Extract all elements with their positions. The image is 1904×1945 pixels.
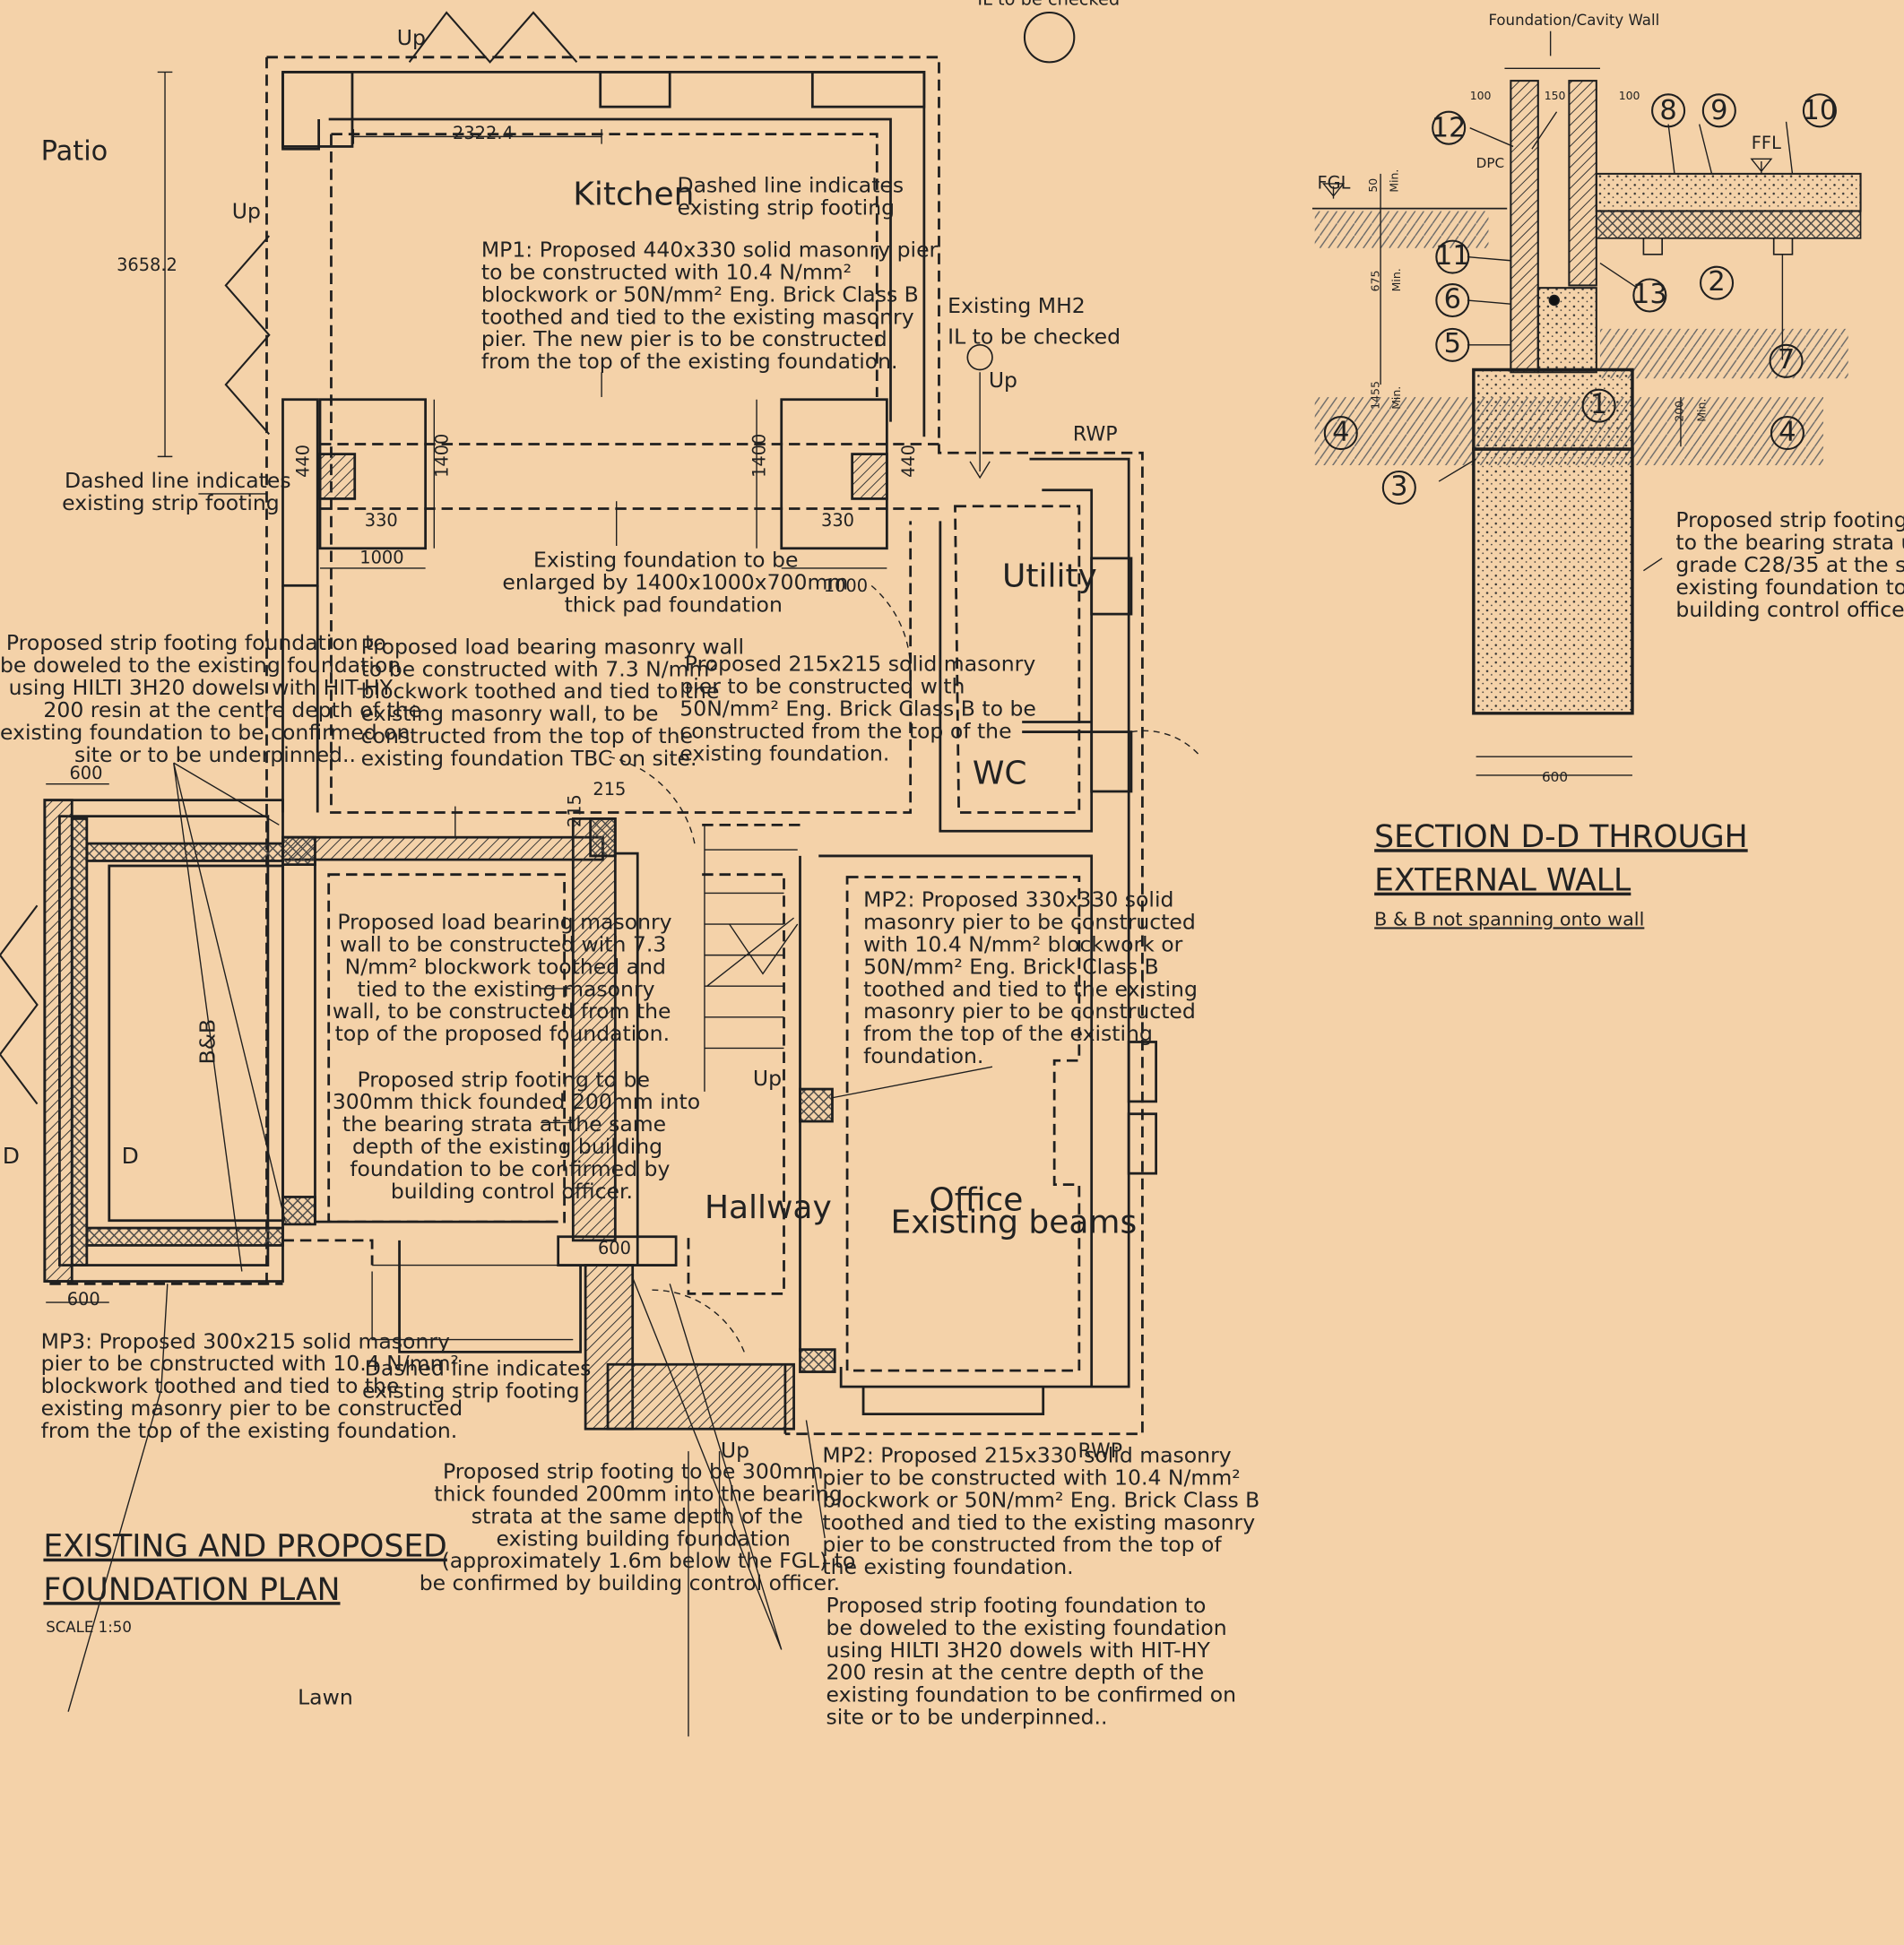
rwp-label-2: RWP [1077,1439,1122,1463]
dim-3658: 3658.2 [117,255,177,275]
dim-1400-right: 1400 [749,434,770,478]
plan-title-line-2: FOUNDATION PLAN [43,1572,340,1608]
dim-215-b: 215 [565,794,585,827]
note-strip-300-a: Proposed strip footing to be 300mm thick… [333,1067,707,1204]
bb-label: B&B [195,1019,220,1065]
callout-13: 13 [1632,279,1667,310]
section-dim-600: 600 [1542,769,1568,785]
dim-330-right: 330 [821,510,854,531]
note-left-strip: Dashed line indicates existing strip foo… [62,468,298,515]
dim-600-top: 600 [69,763,102,783]
callout-2: 2 [1708,266,1725,298]
section-detail: 12 8 9 10 11 6 5 13 2 7 1 4 4 3 [1311,30,1862,715]
up-label-2: Up [232,199,261,224]
section-min-1: Min. [1387,169,1400,193]
rwp-label-1: RWP [1073,422,1118,445]
note-dowel-left: Proposed strip footing foundation to be … [0,630,428,767]
mh2-line-1: Existing MH2 [948,293,1086,318]
note-strip-300-b: Proposed strip footing to be 300mm thick… [420,1459,862,1596]
section-dim-1455: 1455 [1369,381,1382,410]
section-dim-100a: 100 [1470,89,1492,102]
section-mark-d1: D [3,1143,20,1169]
note-dowel-right: Proposed strip footing foundation to be … [827,1593,1243,1730]
callout-4b: 4 [1779,416,1796,447]
dim-1000-right: 1000 [824,575,868,596]
dim-600-door: 600 [598,1238,631,1258]
section-wall-type: Foundation/Cavity Wall [1488,12,1659,29]
section-mark-d2: D [122,1143,139,1169]
dim-1000-left: 1000 [359,547,403,567]
top-cutoff-text: IL to be checked [977,0,1120,10]
plan-structure [0,11,1632,1737]
dim-2322: 2322.4 [453,123,514,143]
office-beams-label: Existing beams [891,1205,1138,1241]
section-subtitle: B & B not spanning onto wall [1374,908,1644,929]
callout-3: 3 [1390,471,1407,502]
dim-440-left: 440 [293,445,314,478]
note-enlarge: Existing foundation to be enlarged by 14… [502,548,854,618]
section-dim-675: 675 [1369,271,1382,292]
callout-9: 9 [1710,95,1727,126]
lawn-label: Lawn [298,1684,353,1709]
dim-600-bottom: 600 [67,1289,100,1310]
section-title-line-2: EXTERNAL WALL [1374,863,1631,899]
office-label: Office [929,1182,1023,1219]
patio-label: Patio [41,136,108,168]
dim-1400-left: 1400 [432,434,453,478]
section-min-4: Min. [1695,399,1709,422]
section-text: Foundation/Cavity Wall FGL FFL DPC 100 1… [1318,12,1904,930]
note-mp3: MP3: Proposed 300x215 solid masonry pier… [41,1328,470,1443]
callout-bubbles [1323,93,1837,505]
section-min-2: Min. [1389,268,1403,291]
plan-title-line-1: EXISTING AND PROPOSED [43,1529,446,1565]
up-label-3: Up [989,367,1017,393]
wc-label: WC [973,756,1027,792]
callout-6: 6 [1444,283,1461,315]
callout-12: 12 [1432,112,1467,143]
up-label-4: Up [753,1066,782,1091]
dim-215-a: 215 [593,779,626,800]
section-ffl: FFL [1752,133,1781,153]
mh2-line-2: IL to be checked [948,324,1121,349]
callout-11: 11 [1435,240,1470,272]
callout-numbers: 12 8 9 10 11 6 5 13 2 7 1 4 4 3 [1332,95,1837,502]
section-dim-100b: 100 [1619,89,1640,102]
section-title-line-1: SECTION D-D THROUGH [1374,819,1748,855]
section-note: Proposed strip footing to be taken d to … [1675,507,1904,622]
section-dim-50: 50 [1366,178,1380,193]
callout-10: 10 [1803,95,1838,126]
dim-440-right: 440 [898,445,919,478]
dim-330-left: 330 [365,510,398,531]
plan-text: Patio Kitchen Utility WC Hallway Office … [0,0,1266,1730]
note-bottom-strip: Dashed line indicates existing strip foo… [362,1356,598,1404]
note-kitchen-strip: Dashed line indicates existing strip foo… [678,173,911,220]
note-mp1: MP1: Proposed 440x330 solid masonry pier… [481,238,945,375]
up-label-1: Up [397,25,426,50]
note-load-wall-2: Proposed load bearing masonry wall to be… [333,910,679,1047]
callout-5: 5 [1444,328,1461,359]
up-label-5: Up [721,1438,749,1463]
section-dim-150: 150 [1545,89,1566,102]
utility-label: Utility [1002,558,1097,595]
note-mp2-office: MP2: Proposed 330x330 solid masonry pier… [863,887,1204,1068]
section-dpc: DPC [1476,155,1505,171]
note-mp2-bottom: MP2: Proposed 215x330 solid masonry pier… [822,1443,1266,1580]
callout-7: 7 [1778,344,1795,376]
note-pier-215: Proposed 215x215 solid masonry pier to b… [679,652,1043,766]
callout-1: 1 [1590,389,1607,420]
section-min-3: Min. [1389,386,1403,410]
section-fgl: FGL [1318,172,1351,193]
section-dim-200: 200 [1673,401,1686,422]
plan-scale: SCALE 1:50 [46,1619,132,1636]
callout-8: 8 [1659,95,1676,126]
callout-4a: 4 [1332,416,1349,447]
kitchen-label: Kitchen [573,176,694,212]
hallway-label: Hallway [705,1189,832,1226]
note-load-wall-1: Proposed load bearing masonry wall to be… [361,634,751,771]
